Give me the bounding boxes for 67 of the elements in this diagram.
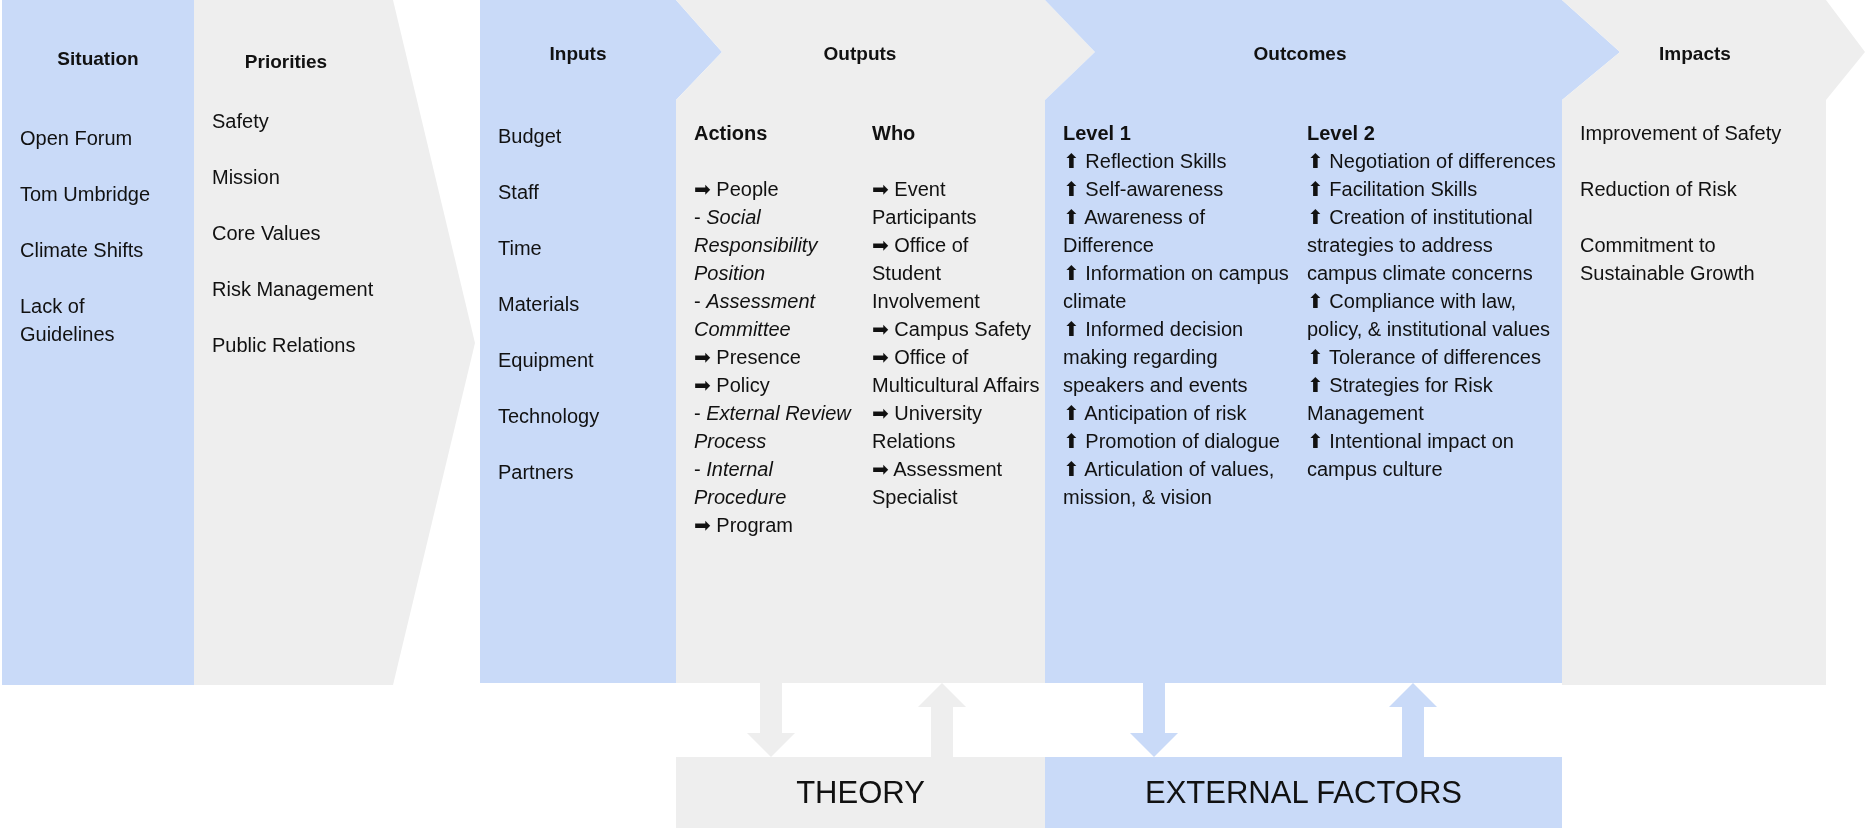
list-item: ⬆ Tolerance of differences — [1307, 345, 1542, 370]
list-item: Reduction of Risk — [1580, 177, 1738, 202]
sub-heading: Who — [872, 121, 917, 146]
list-item: ⬆ Negotiation of differences — [1307, 149, 1557, 174]
list-item: Risk Management — [212, 277, 375, 302]
list-item: - Assessment Committee — [694, 289, 817, 342]
list-item: Core Values — [212, 221, 322, 246]
list-item: ➡ Assessment Specialist — [872, 457, 1004, 510]
list-item: ➡ Event Participants — [872, 177, 978, 230]
bar-label: EXTERNAL FACTORS — [1144, 774, 1463, 811]
list-item: ⬆ Intentional impact on campus culture — [1307, 429, 1515, 482]
list-item: ➡ Program — [694, 513, 794, 538]
column-heading: Inputs — [549, 42, 607, 66]
label-bar — [1045, 757, 1562, 828]
list-item: Materials — [498, 292, 581, 317]
list-item: - External Review Process — [694, 401, 852, 454]
list-item: ⬆ Promotion of dialogue — [1063, 429, 1281, 454]
list-item: Improvement of Safety — [1580, 121, 1783, 146]
list-item: ➡ Presence — [694, 345, 802, 370]
list-item: Commitment to Sustainable Growth — [1580, 233, 1756, 286]
bar-label: THEORY — [795, 774, 926, 811]
list-item: Mission — [212, 165, 281, 190]
sub-heading: Level 2 — [1307, 121, 1376, 146]
chevron-panel — [2, 0, 194, 685]
list-item: Staff — [498, 180, 540, 205]
list-item: Safety — [212, 109, 270, 134]
column-heading: Outputs — [823, 42, 897, 66]
column-heading: Impacts — [1659, 42, 1731, 66]
label-bar — [676, 757, 1045, 828]
sub-heading: Actions — [694, 121, 769, 146]
list-item: ⬆ Creation of institutional strategies to address campus climate concerns — [1307, 205, 1534, 286]
list-item: ➡ People — [694, 177, 780, 202]
list-item: Budget — [498, 124, 563, 149]
list-item: ⬆ Articulation of values, mission, & vision — [1063, 457, 1276, 510]
column-heading: Situation — [57, 47, 139, 71]
list-item: Partners — [498, 460, 575, 485]
list-item: Climate Shifts — [20, 238, 145, 263]
list-item: Equipment — [498, 348, 595, 373]
list-item: - Social Responsibility Position — [694, 205, 820, 286]
list-item: ➡ Office of Student Involvement — [872, 233, 981, 314]
chevron-panel — [194, 0, 475, 685]
column-heading: Outcomes — [1253, 42, 1347, 66]
list-item: ⬆ Information on campus climate — [1063, 261, 1290, 314]
list-item: ⬆ Reflection Skills — [1063, 149, 1228, 174]
list-item: Tom Umbridge — [20, 182, 152, 207]
list-item: ➡ Campus Safety — [872, 317, 1033, 342]
list-item: ⬆ Compliance with law, policy, & institutional values — [1307, 289, 1552, 342]
list-item: Public Relations — [212, 333, 357, 358]
list-item: ⬆ Facilitation Skills — [1307, 177, 1479, 202]
list-item: ⬆ Anticipation of risk — [1063, 401, 1248, 426]
list-item: ➡ Policy — [694, 373, 771, 398]
column-heading: Priorities — [244, 50, 328, 74]
list-item: ⬆ Informed decision making regarding speakers and events — [1063, 317, 1249, 398]
list-item: ⬆ Self-awareness — [1063, 177, 1225, 202]
chevron-panel — [1562, 0, 1865, 685]
list-item: Open Forum — [20, 126, 134, 151]
list-item: ⬆ Strategies for Risk Management — [1307, 373, 1494, 426]
block-arrow — [1389, 683, 1437, 757]
list-item: Lack of Guidelines — [20, 294, 116, 347]
sub-heading: Level 1 — [1063, 121, 1132, 146]
list-item: ➡ Office of Multicultural Affairs — [872, 345, 1040, 398]
block-arrow — [1130, 683, 1178, 757]
list-item: ➡ University Relations — [872, 401, 984, 454]
list-item: Time — [498, 236, 543, 261]
list-item: Technology — [498, 404, 601, 429]
list-item: ⬆ Awareness of Difference — [1063, 205, 1207, 258]
list-item: - Internal Procedure — [694, 457, 788, 510]
